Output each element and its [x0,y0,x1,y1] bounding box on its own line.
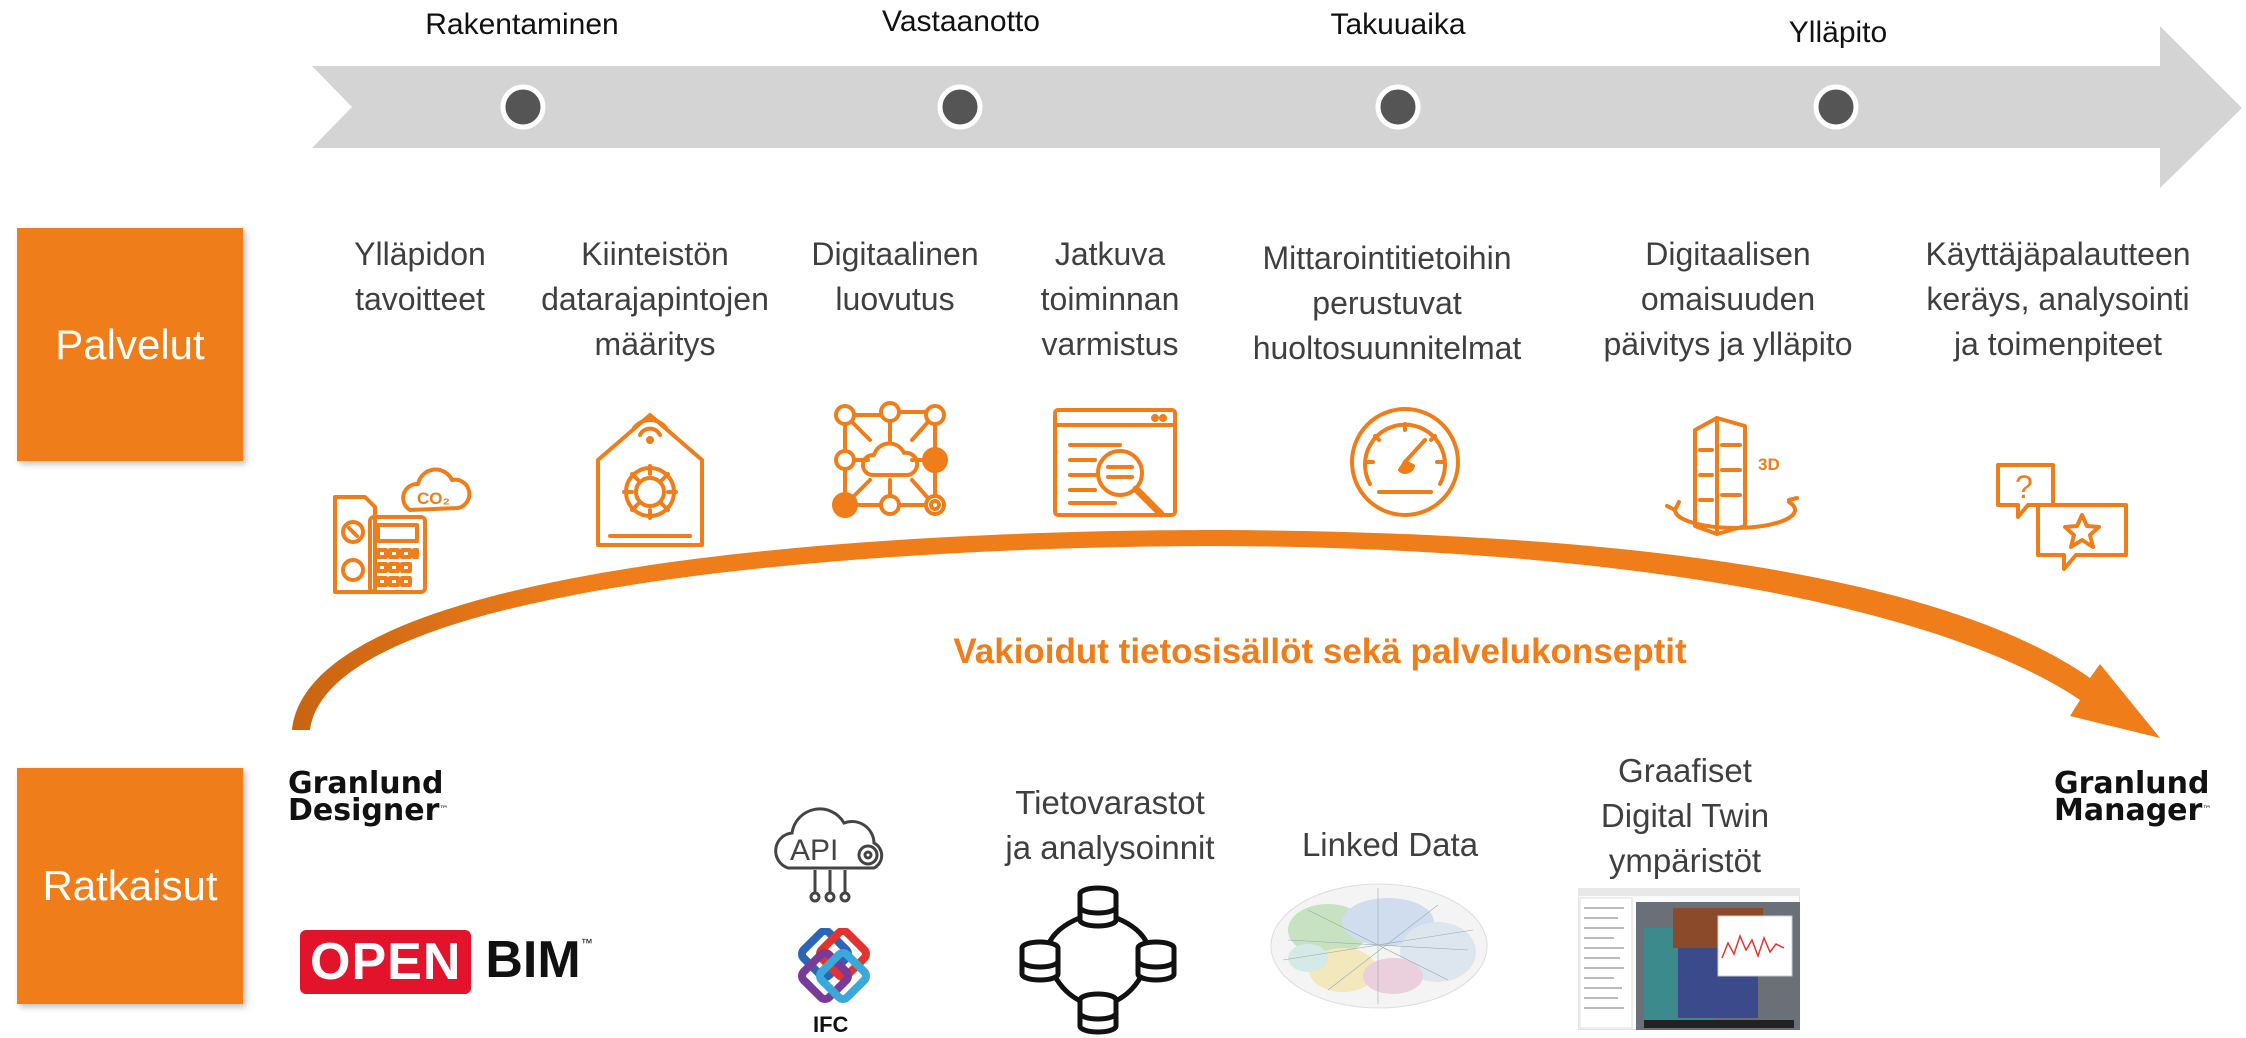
digital-twin-screenshot [1578,888,1800,1030]
svg-text:IFC: IFC [813,1012,849,1037]
svg-text:API: API [790,834,838,867]
service-text: Kiinteistön datarajapintojen määritys [541,236,769,362]
smart-home-gear-icon [596,413,704,547]
openbim-logo: OPEN BIM ™ [300,930,593,994]
phase-label: Vastaanotto [882,5,1040,38]
openbim-bim: BIM [485,931,581,989]
database-network-icon [1019,885,1177,1035]
granlund-manager-logo: Granlund Manager™ [2054,766,2212,828]
timeline-dots [500,84,1859,130]
gauge-icon [1350,407,1460,517]
solutions-section-label: Ratkaisut [17,768,243,1004]
service-text: Mittarointitietoihin perustuvat huoltosu… [1252,240,1522,366]
ifc-logo: IFC [798,928,870,1037]
openbim-open: OPEN [300,930,472,994]
phase-label: Rakentaminen [425,8,619,41]
linked-data-cloud-image [1270,883,1488,1009]
feedback-chat-icon: ? [1996,463,2128,571]
browser-search-icon [1053,408,1177,518]
timeline-dot [937,84,983,130]
svg-text:3D: 3D [1758,455,1780,474]
service-text: Ylläpidon tavoitteet [354,236,486,317]
digital-twin-label: Graafiset Digital Twin ympäristöt [1600,752,1770,879]
service-text: Käyttäjäpalautteen keräys, analysointi j… [1925,236,2191,362]
timeline-dot [1813,84,1859,130]
granlund-designer-logo: Granlund Designer™ [288,766,449,828]
svg-text:CO₂: CO₂ [417,489,450,508]
arc-caption: Vakioidut tietosisällöt sekä palvelukons… [953,632,1687,671]
svg-text:?: ? [2015,469,2033,505]
3d-building-icon: 3D [1665,416,1799,536]
phase-label: Ylläpito [1788,16,1888,49]
api-cloud-icon: API [774,807,884,903]
timeline-arrow [312,26,2242,188]
cloud-network-icon [832,401,948,518]
services-section-label: Palvelut [17,228,243,461]
timeline-dot [1375,84,1421,130]
service-text: Jatkuva toiminnan varmistus [1040,236,1180,362]
datastores-label: Tietovarastot ja analysoinnit [1005,784,1215,866]
service-text: Digitaalinen luovutus [811,236,979,317]
phase-label: Takuuaika [1330,8,1466,41]
linked-data-label: Linked Data [1301,826,1479,863]
co2-calculator-icon: CO₂ [333,467,472,594]
service-text: Digitaalisen omaisuuden päivitys ja yllä… [1603,236,1853,362]
timeline-dot [500,84,546,130]
